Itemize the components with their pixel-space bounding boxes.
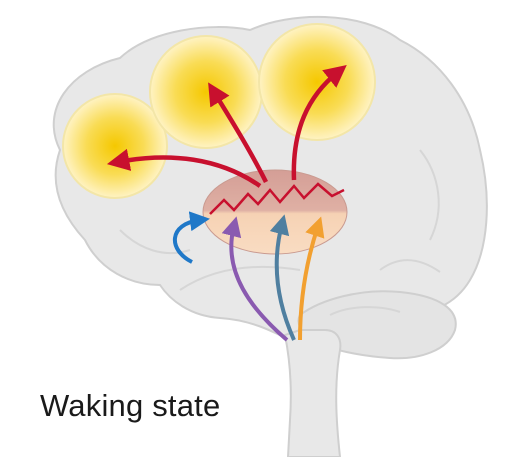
cortex-region-parietal: [259, 24, 375, 140]
cortex-region-superior: [150, 36, 262, 148]
cortex-region-frontal: [63, 94, 167, 198]
brain-stem: [285, 330, 340, 457]
diagram-caption: Waking state: [40, 388, 220, 424]
thalamus: [203, 170, 347, 254]
